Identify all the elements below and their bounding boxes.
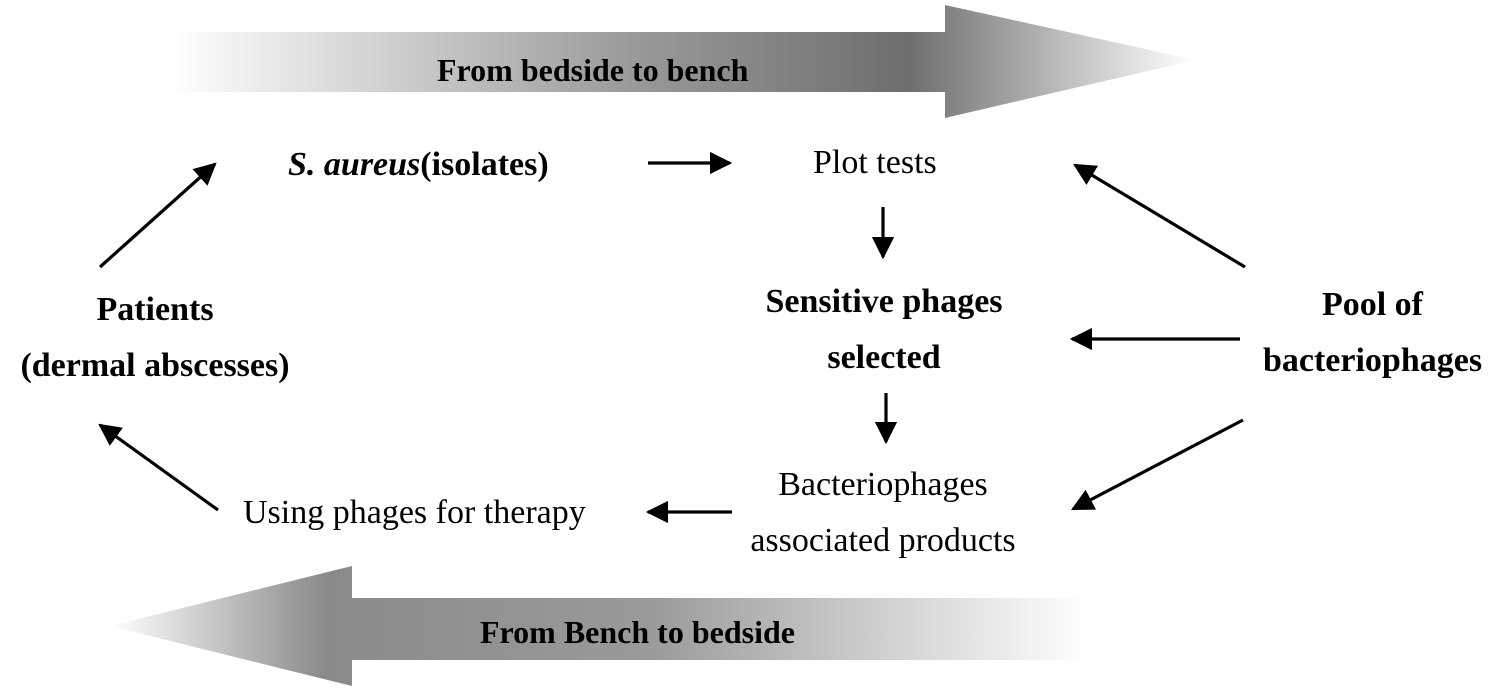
node-associated-products: Bacteriophages associated products bbox=[722, 457, 1044, 569]
isolates-suffix: (isolates) bbox=[420, 146, 549, 183]
arrow-pool-to-plot bbox=[1073, 163, 1246, 269]
node-pool-of-bacteriophages: Pool of bacteriophages bbox=[1245, 277, 1500, 389]
node-patients: Patients (dermal abscesses) bbox=[0, 282, 310, 394]
patients-line-2: (dermal abscesses) bbox=[20, 347, 290, 384]
arrow-therapy-to-patients bbox=[98, 423, 219, 512]
sensitive-line-1: Sensitive phages bbox=[765, 283, 1003, 320]
node-isolates: S. aureus(isolates) bbox=[288, 137, 549, 193]
node-therapy: Using phages for therapy bbox=[243, 494, 586, 531]
sensitive-line-2: selected bbox=[827, 339, 941, 376]
banner-bottom-label: From Bench to bedside bbox=[480, 614, 795, 650]
arrow-patients-to-isolates bbox=[98, 162, 217, 269]
banner-top-label: From bedside to bench bbox=[437, 52, 749, 88]
banner-arrow-top bbox=[170, 5, 1195, 118]
isolates-species: S. aureus bbox=[288, 146, 421, 183]
patients-line-1: Patients bbox=[96, 291, 214, 328]
node-sensitive-phages: Sensitive phages selected bbox=[720, 274, 1048, 386]
products-line-1: Bacteriophages bbox=[778, 466, 988, 503]
node-plot-tests: Plot tests bbox=[813, 144, 937, 181]
arrow-pool-to-products bbox=[1071, 418, 1244, 511]
pool-line-2: bacteriophages bbox=[1262, 342, 1483, 379]
banner-arrow-bottom bbox=[110, 566, 1090, 686]
products-line-2: associated products bbox=[750, 522, 1016, 559]
pool-line-1: Pool of bbox=[1321, 286, 1424, 323]
